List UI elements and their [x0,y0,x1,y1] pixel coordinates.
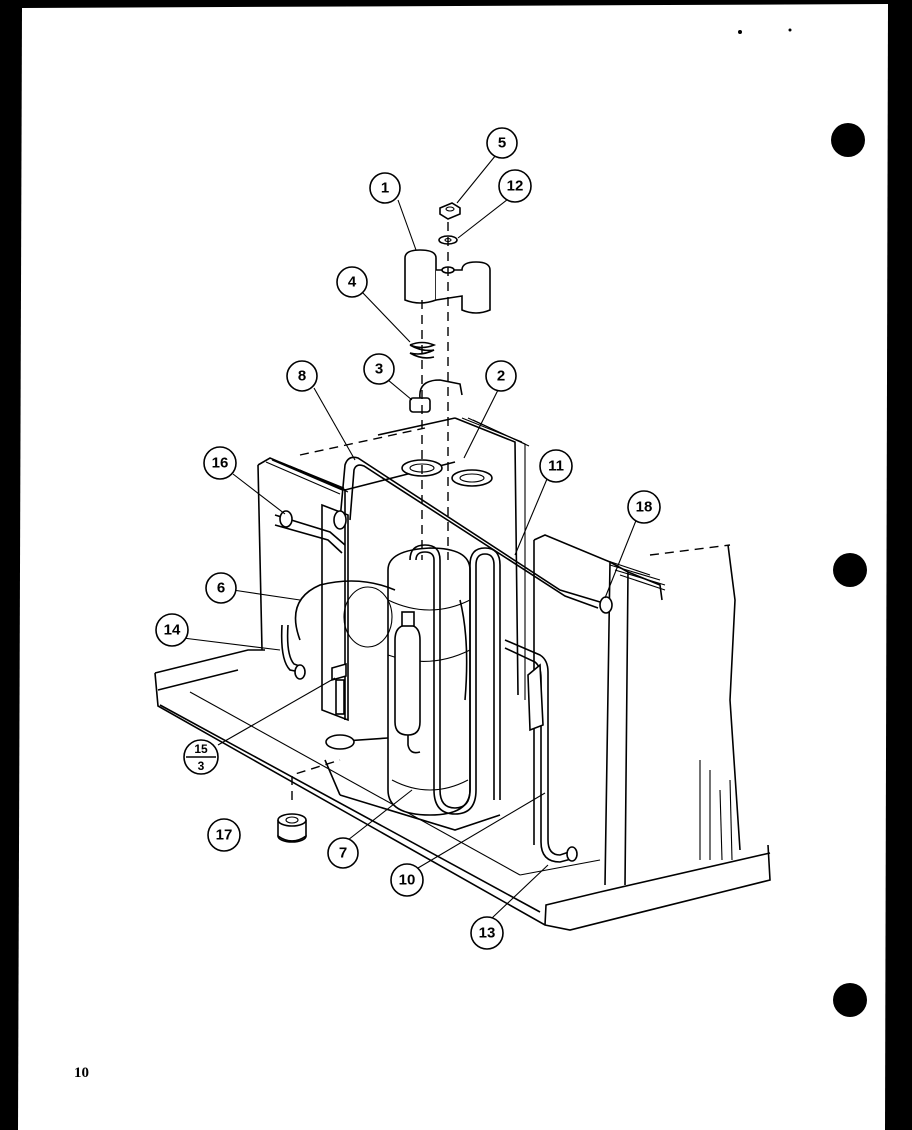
callout-4-label: 4 [348,274,357,291]
callout-8-label: 8 [298,368,306,385]
callout-6: 6 [205,572,237,604]
callout-1-label: 1 [381,180,389,197]
callout-14: 14 [155,613,189,647]
callout-15-label: 15 [194,742,208,756]
callout-16-label: 16 [212,455,229,472]
callout-16: 16 [203,446,237,480]
binder-hole-top [831,123,865,157]
top-exploded-parts [401,202,493,560]
callout-7: 7 [327,837,359,869]
scan-speck [788,28,792,32]
callout-5-label: 5 [498,135,506,152]
callout-17: 17 [207,818,241,852]
callout-10: 10 [390,863,424,897]
callout-5: 5 [486,127,518,159]
mounting-bolt [331,662,347,715]
condenser-coil [533,534,741,886]
callout-18-label: 18 [636,499,653,516]
left-coil [257,427,426,722]
callout-1: 1 [369,172,401,204]
accumulator [394,611,421,754]
callout-10-label: 10 [399,872,416,889]
callout-13: 13 [470,916,504,950]
callout-6-label: 6 [217,580,225,597]
scan-speck [738,30,742,34]
grommet [277,759,341,843]
callout-17-label: 17 [216,827,233,844]
callout-2-label: 2 [497,368,505,385]
callout-12-label: 12 [507,178,524,195]
callout-3: 3 [363,353,395,385]
callout-7-label: 7 [339,845,347,862]
callout-15-3: 15 3 [183,739,219,775]
capillary-tube [280,580,396,680]
discharge-tubing [409,544,501,815]
suction-tube [274,456,613,614]
callout-3-label: 3 [375,361,383,378]
callout-3-sub-label: 3 [198,759,205,773]
callout-8: 8 [286,360,318,392]
callout-11: 11 [539,449,573,483]
binder-hole-middle [833,553,867,587]
callout-11-label: 11 [548,458,564,475]
partition [344,417,530,700]
leader-lines [182,149,638,919]
callout-14-label: 14 [164,622,181,639]
callout-18: 18 [627,490,661,524]
liquid-tube [504,639,578,863]
callout-2: 2 [485,360,517,392]
callout-12: 12 [498,169,532,203]
binder-hole-bottom [833,983,867,1017]
page-number: 10 [74,1065,89,1081]
callout-4: 4 [336,266,368,298]
base-pan [154,649,771,931]
callout-13-label: 13 [479,925,496,942]
